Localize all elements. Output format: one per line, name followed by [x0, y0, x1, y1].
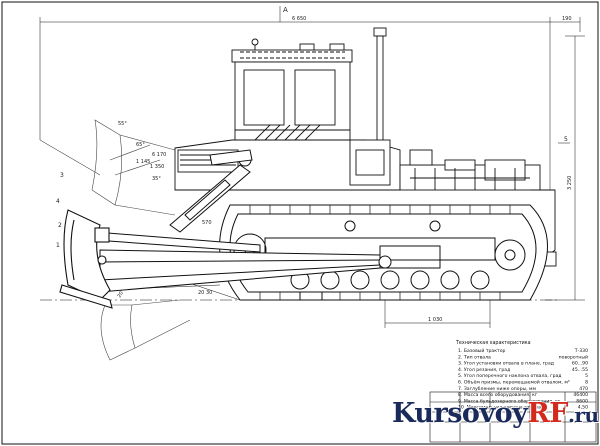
dim-overall-length: 6 650: [292, 16, 306, 22]
spec-row-label: 8. Масса всего оборудования, кг: [458, 392, 538, 398]
dim-angle-1: 55°: [118, 121, 127, 127]
spec-row-label: 6. Объём призмы, перемещаемой отвалом, м…: [458, 379, 570, 386]
spec-row-value: 46400: [573, 392, 588, 398]
dim-angle-2: 65°: [136, 142, 145, 148]
dim-track-base: 1 030: [428, 317, 442, 323]
dim-overall-height: 3 250: [567, 176, 573, 190]
watermark-suffix: .ru: [567, 403, 599, 427]
track-assembly: [219, 204, 548, 301]
spec-row-value: 45...55: [572, 367, 588, 373]
spec-row-label: 2. Тип отвала: [458, 354, 491, 360]
callout-2: 2: [58, 222, 62, 229]
spec-row-value: 60...90: [572, 361, 588, 367]
spec-row-label: 9. Масса бульдозерного оборудования, кг: [458, 398, 561, 404]
dozer-blade: [59, 209, 113, 309]
callout-3: 3: [60, 172, 64, 179]
spec-row-value: 470: [579, 386, 588, 392]
dim-angle-3: 35°: [152, 176, 161, 182]
spec-table-title: Техническая характеристика: [455, 340, 531, 346]
watermark-prefix: Kursovoy: [392, 398, 528, 429]
spec-row-value: 8600: [576, 398, 588, 404]
tractor-cab: [231, 38, 353, 143]
spec-row-value: 5: [585, 373, 588, 379]
dim-lift-height: 1 350: [150, 164, 164, 170]
spec-table: Техническая характеристика 1. Базовый тр…: [455, 340, 588, 411]
lift-cylinder: [169, 149, 253, 233]
spec-row-value: 8: [585, 380, 588, 386]
spec-row-value: 4,50: [578, 405, 588, 411]
dim-dig-depth: 570: [202, 220, 212, 226]
callout-1: 1: [56, 242, 60, 249]
push-arm: [94, 231, 392, 293]
spec-row-label: 10. Максимальная ширина отвала, м: [458, 405, 548, 411]
watermark-highlight: RF: [527, 398, 568, 429]
callout-5: 5: [564, 136, 568, 143]
dim-rear-offset: 190: [562, 16, 572, 22]
watermark: KursovoyRF.ru: [392, 398, 599, 429]
spec-row-label: 5. Угол поперечного наклона отвала, град: [458, 373, 561, 379]
exhaust-pipe: [373, 27, 387, 147]
dim-lower-mid: 20 30: [198, 290, 212, 296]
spec-row-label: 7. Заглубление ниже опоры, мм: [458, 386, 537, 392]
spec-row-value: Т-330: [574, 348, 588, 354]
dim-blade-angle: 6 170: [152, 152, 166, 158]
spec-row-label: 1. Базовый трактор: [458, 347, 506, 354]
spec-row-value: поворотный: [559, 353, 588, 360]
section-mark: А: [283, 6, 288, 14]
spec-row-label: 3. Угол установки отвала в плане, град: [458, 361, 554, 367]
spec-rows: 1. Базовый трактор Т-330 2. Тип отвала пово…: [458, 347, 588, 411]
blade-ghost-positions: [91, 119, 191, 361]
title-block: [429, 391, 597, 443]
callout-4: 4: [56, 198, 60, 205]
dim-blade-width: 1 145: [136, 159, 150, 165]
spec-row-label: 4. Угол резания, град: [458, 367, 510, 373]
